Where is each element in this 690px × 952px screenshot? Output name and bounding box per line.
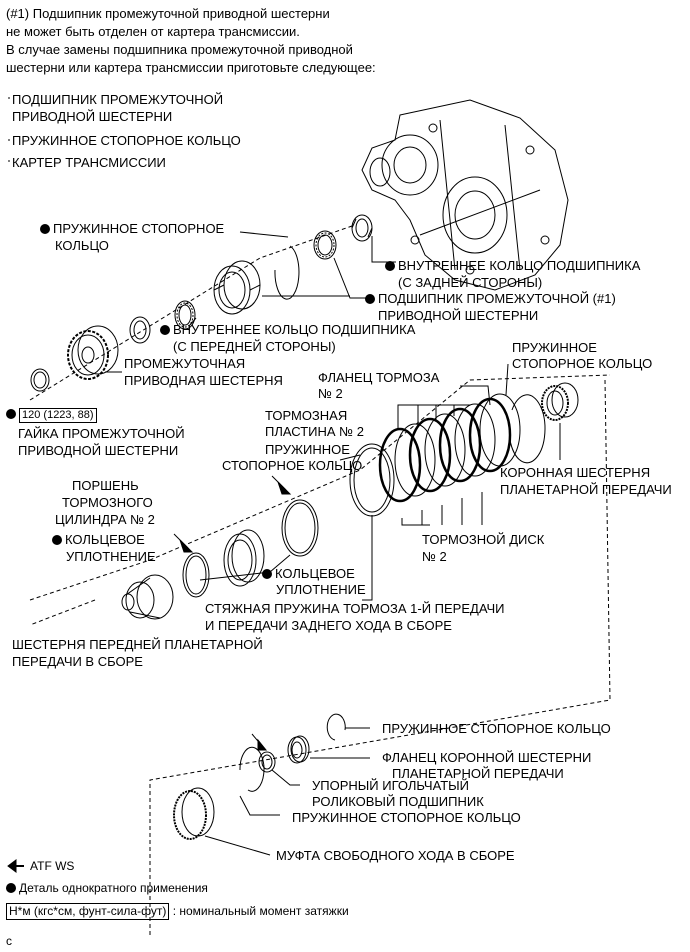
- torque-value: 120 (1223, 88): [19, 408, 97, 423]
- prep-item-1b: ПРИВОДНОЙ ШЕСТЕРНИ: [12, 109, 173, 124]
- inner-race-rear-part: [351, 214, 373, 242]
- header-line-3: В случае замены подшипника промежуточной…: [6, 42, 353, 57]
- label-inner-race-rear: ВНУТРЕННЕЕ КОЛЬЦО ПОДШИПНИКА: [385, 258, 640, 274]
- legend-torque: Н*м (кгс*см, фунт-сила-фут) : номинальны…: [6, 903, 349, 920]
- label-idler-gear: ПРОМЕЖУТОЧНАЯ: [124, 356, 246, 371]
- front-planetary-part: [121, 574, 174, 620]
- label-ring-gear-b: ПЛАНЕТАРНОЙ ПЕРЕДАЧИ: [500, 482, 672, 497]
- idler-nut-part: [30, 368, 50, 392]
- atf-arrow-icon: [257, 738, 268, 751]
- one-way-clutch-part: [173, 787, 215, 840]
- non-reusable-icon: [385, 261, 395, 271]
- transmission-case-drawing: [361, 99, 569, 291]
- label-idler-nut-b: ПРИВОДНОЙ ШЕСТЕРНИ: [18, 443, 179, 458]
- label-torque: 120 (1223, 88): [6, 406, 97, 423]
- non-reusable-icon: [40, 224, 50, 234]
- label-piston-b: ТОРМОЗНОГО: [62, 495, 153, 510]
- label-brake-flange-b: № 2: [318, 386, 343, 401]
- label-snap-ring-mid: ПРУЖИННОЕ: [265, 442, 350, 457]
- label-return-spring-b: И ПЕРЕДАЧИ ЗАДНЕГО ХОДА В СБОРЕ: [205, 618, 452, 633]
- label-thrust-bearing-b: РОЛИКОВЫЙ ПОДШИПНИК: [312, 794, 484, 809]
- label-front-planet-b: ПЕРЕДАЧИ В СБОРЕ: [12, 654, 143, 669]
- label-o-ring-mid-b: УПЛОТНЕНИЕ: [276, 582, 366, 597]
- header-line-2: не может быть отделен от картера трансми…: [6, 24, 300, 39]
- label-brake-flange: ФЛАНЕЦ ТОРМОЗА: [318, 370, 440, 385]
- atf-legend-arrow-icon: [7, 859, 17, 873]
- small-bearing-part: [174, 300, 196, 330]
- label-o-ring-mid: КОЛЬЦЕВОЕ: [262, 566, 355, 582]
- torque-desc: : номинальный момент затяжки: [172, 904, 349, 918]
- label-brake-plate: ТОРМОЗНАЯ: [265, 408, 348, 423]
- label-idler-nut: ГАЙКА ПРОМЕЖУТОЧНОЙ: [18, 426, 185, 441]
- o-ring-left-part: [182, 552, 210, 598]
- label-thrust-bearing: УПОРНЫЙ ИГОЛЬЧАТЫЙ: [312, 778, 470, 793]
- label-inner-race-front-b: (С ПЕРЕДНЕЙ СТОРОНЫ): [173, 339, 336, 354]
- thrust-bearing-part: [258, 751, 276, 773]
- label-brake-disc: ТОРМОЗНОЙ ДИСК: [422, 532, 545, 547]
- prep-item-3: КАРТЕР ТРАНСМИССИИ: [12, 155, 166, 170]
- label-piston: ПОРШЕНЬ: [72, 478, 139, 493]
- piston-part: [223, 529, 265, 587]
- header-line-4: шестерни или картера трансмиссии пригото…: [6, 60, 376, 75]
- legend-atf: ATF WS: [30, 859, 75, 873]
- non-reusable-icon: [6, 883, 16, 893]
- label-one-way-clutch: МУФТА СВОБОДНОГО ХОДА В СБОРЕ: [276, 848, 515, 863]
- label-ring-gear-flange: ФЛАНЕЦ КОРОННОЙ ШЕСТЕРНИ: [382, 750, 592, 765]
- ring-gear-part: [541, 382, 579, 421]
- torque-units-box: Н*м (кгс*см, фунт-сила-фут): [6, 903, 170, 920]
- label-inner-race-rear-b: (С ЗАДНЕЙ СТОРОНЫ): [398, 275, 543, 290]
- footer-code: c: [6, 934, 12, 948]
- label-snap-ring-top: ПРУЖИННОЕ СТОПОРНОЕ: [40, 221, 224, 237]
- non-reusable-icon: [262, 569, 272, 579]
- legend-non-reusable: Деталь однократного применения: [6, 881, 208, 896]
- snap-ring-low2-part: [239, 746, 265, 792]
- non-reusable-icon: [6, 409, 16, 419]
- brake-pack-part: [349, 393, 546, 517]
- header-line-1: (#1) Подшипник промежуточной приводной ш…: [6, 6, 330, 21]
- label-snap-ring-right-b: СТОПОРНОЕ КОЛЬЦО: [512, 356, 653, 371]
- label-return-spring: СТЯЖНАЯ ПРУЖИНА ТОРМОЗА 1-Й ПЕРЕДАЧИ: [205, 601, 505, 616]
- snap-ring-top-part: [274, 245, 300, 300]
- label-snap-ring-right: ПРУЖИННОЕ: [512, 340, 597, 355]
- label-o-ring-left: КОЛЬЦЕВОЕ: [52, 532, 145, 548]
- ring-gear-flange-part: [287, 735, 310, 764]
- idler-gear-part: [67, 325, 119, 380]
- label-piston-c: ЦИЛИНДРА № 2: [55, 512, 155, 527]
- label-idler-bearing: ПОДШИПНИК ПРОМЕЖУТОЧНОЙ (#1): [365, 291, 616, 307]
- inner-race-front-part: [129, 316, 151, 344]
- label-ring-gear: КОРОННАЯ ШЕСТЕРНЯ: [500, 465, 651, 480]
- snap-ring-low-part: [326, 713, 346, 741]
- o-ring-mid-part: [281, 499, 319, 557]
- non-reusable-icon: [52, 535, 62, 545]
- bearing-sleeve-part: [213, 260, 261, 315]
- prep-item-1a: ПОДШИПНИК ПРОМЕЖУТОЧНОЙ: [12, 92, 224, 107]
- label-snap-ring-top-b: КОЛЬЦО: [55, 238, 109, 253]
- label-idler-bearing-b: ПРИВОДНОЙ ШЕСТЕРНИ: [378, 308, 539, 323]
- label-idler-gear-b: ПРИВОДНАЯ ШЕСТЕРНЯ: [124, 373, 283, 388]
- prep-item-2: ПРУЖИННОЕ СТОПОРНОЕ КОЛЬЦО: [12, 133, 241, 148]
- label-front-planet: ШЕСТЕРНЯ ПЕРЕДНЕЙ ПЛАНЕТАРНОЙ: [12, 637, 263, 652]
- label-snap-ring-mid-b: СТОПОРНОЕ КОЛЬЦО: [222, 458, 363, 473]
- label-brake-plate-b: ПЛАСТИНА № 2: [265, 424, 364, 439]
- label-ring-gear-flange-b: ПЛАНЕТАРНОЙ ПЕРЕДАЧИ: [392, 766, 564, 781]
- label-snap-ring-low2: ПРУЖИННОЕ СТОПОРНОЕ КОЛЬЦО: [292, 810, 521, 825]
- non-reusable-icon: [160, 325, 170, 335]
- non-reusable-icon: [365, 294, 375, 304]
- label-snap-ring-low: ПРУЖИННОЕ СТОПОРНОЕ КОЛЬЦО: [382, 721, 611, 736]
- label-inner-race-front: ВНУТРЕННЕЕ КОЛЬЦО ПОДШИПНИКА: [160, 322, 415, 338]
- label-o-ring-left-b: УПЛОТНЕНИЕ: [66, 549, 156, 564]
- label-brake-disc-b: № 2: [422, 549, 447, 564]
